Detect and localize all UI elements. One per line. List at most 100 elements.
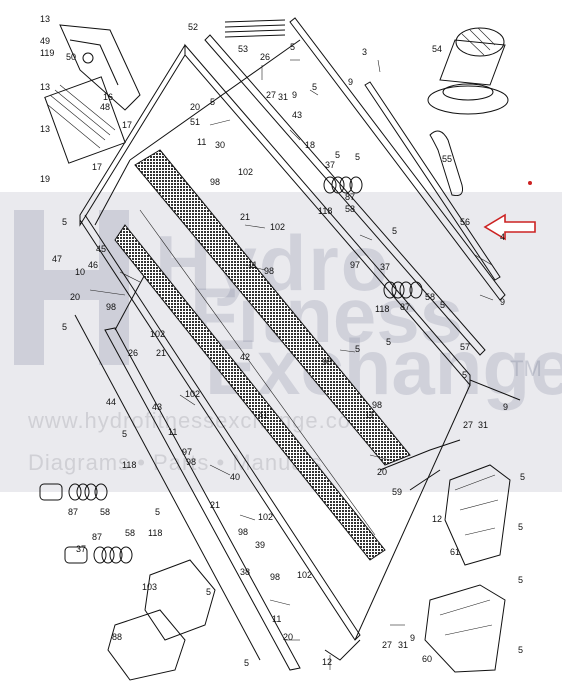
foot-pads xyxy=(107,559,216,681)
highlight-arrow-icon xyxy=(483,213,536,241)
part-callout-c21a: 21 xyxy=(240,212,250,222)
part-callout-c12a: 12 xyxy=(432,514,442,524)
part-callout-c9e: 9 xyxy=(410,633,415,643)
part-callout-c27b: 27 xyxy=(463,420,473,430)
frame-outline xyxy=(74,17,521,671)
part-callout-c5s: 5 xyxy=(518,645,523,655)
part-callout-c49: 49 xyxy=(40,36,50,46)
part-callout-c5i: 5 xyxy=(62,322,67,332)
running-deck xyxy=(114,149,411,561)
part-callout-c50: 50 xyxy=(66,52,76,62)
part-callout-c98d: 98 xyxy=(322,357,332,367)
part-callout-c11a: 11 xyxy=(197,137,206,147)
part-callout-c5o: 5 xyxy=(520,472,525,482)
part-callout-c31b: 31 xyxy=(478,420,488,430)
part-callout-c31c: 31 xyxy=(398,640,408,650)
part-callout-c5e: 5 xyxy=(335,150,340,160)
part-callout-c5p: 5 xyxy=(518,522,523,532)
part-callout-c5t: 5 xyxy=(244,658,249,668)
part-callout-c5b: 5 xyxy=(290,42,295,52)
motor-assembly xyxy=(44,24,141,164)
part-callout-c58b: 58 xyxy=(425,292,435,302)
watermark-url: www.hydrofitnessexchange.com xyxy=(28,408,371,433)
part-callout-c58d: 58 xyxy=(125,528,135,538)
part-callout-c119: 119 xyxy=(40,48,54,58)
part-callout-c26b: 26 xyxy=(128,348,138,358)
part-callout-c58a: 58 xyxy=(345,204,355,214)
part-callout-c13c: 13 xyxy=(40,124,50,134)
part-callout-c18a: 18 xyxy=(305,140,315,150)
part-callout-c102f: 102 xyxy=(297,570,312,580)
part-callout-c102e: 102 xyxy=(258,512,273,522)
part-callout-c118a: 118 xyxy=(318,206,332,216)
part-callout-c5r: 5 xyxy=(206,587,211,597)
part-callout-c54: 54 xyxy=(432,44,442,54)
part-callout-c9c: 9 xyxy=(500,297,505,307)
marker-dot xyxy=(528,181,532,185)
watermark-trademark: TM xyxy=(510,356,542,381)
end-covers xyxy=(424,464,511,673)
part-callout-c102a: 102 xyxy=(238,167,253,177)
part-callout-c47: 47 xyxy=(52,254,62,264)
part-callout-c5l: 5 xyxy=(462,370,467,380)
part-callout-c5j: 5 xyxy=(386,337,391,347)
part-callout-c11b: 11 xyxy=(248,260,257,270)
part-callout-c87b: 87 xyxy=(400,302,410,312)
part-callout-c16: 16 xyxy=(103,92,113,102)
part-callout-c43b: 43 xyxy=(152,402,162,412)
part-callout-c118d: 118 xyxy=(148,528,162,538)
watermark-line-3: Exchange xyxy=(205,323,562,411)
part-callout-c59: 59 xyxy=(392,487,402,497)
part-callout-c5k: 5 xyxy=(355,344,360,354)
part-callout-c3: 3 xyxy=(362,47,367,57)
part-callout-c102c: 102 xyxy=(150,329,165,339)
part-callout-c43a: 43 xyxy=(292,110,302,120)
part-callout-c97a: 97 xyxy=(350,260,360,270)
part-callout-c13b: 13 xyxy=(40,82,50,92)
part-callout-c37a: 37 xyxy=(325,160,335,170)
part-callout-c87c: 87 xyxy=(68,507,78,517)
part-callout-c98b: 98 xyxy=(264,266,274,276)
part-callout-c87d: 87 xyxy=(92,532,102,542)
part-callout-c5g: 5 xyxy=(392,226,397,236)
part-callout-c5m: 5 xyxy=(122,429,127,439)
part-callout-c11c: 11 xyxy=(168,427,177,437)
part-callout-c87a: 87 xyxy=(345,192,355,202)
drive-belt xyxy=(429,130,463,196)
part-callout-c102d: 102 xyxy=(185,389,200,399)
part-callout-c5h: 5 xyxy=(440,300,445,310)
part-callout-c103: 103 xyxy=(142,582,157,592)
part-callout-c27c: 27 xyxy=(382,640,392,650)
part-callout-c20b: 20 xyxy=(70,292,80,302)
part-callout-c98g: 98 xyxy=(238,527,248,537)
part-callout-c57: 57 xyxy=(460,342,470,352)
part-callout-c48: 48 xyxy=(100,102,110,112)
part-callout-c98h: 98 xyxy=(270,572,280,582)
part-callout-c5c: 5 xyxy=(312,82,317,92)
part-callout-c97b: 97 xyxy=(182,447,192,457)
part-callout-c30: 30 xyxy=(215,140,225,150)
part-callout-c20c: 20 xyxy=(377,467,387,477)
part-callout-c20d: 20 xyxy=(283,632,293,642)
part-callout-c98f: 98 xyxy=(186,457,196,467)
part-callout-c12b: 12 xyxy=(322,657,332,667)
part-callout-c38: 38 xyxy=(240,567,250,577)
watermark-logo-icon xyxy=(14,210,129,365)
part-callout-c5q: 5 xyxy=(518,575,523,585)
part-callout-c11d: 11 xyxy=(365,410,374,420)
part-callout-c9d: 9 xyxy=(503,402,508,412)
part-callout-c60: 60 xyxy=(422,654,432,664)
part-callout-c98c: 98 xyxy=(106,302,116,312)
roller-cylinder xyxy=(427,27,509,115)
part-callout-c27a: 27 xyxy=(266,90,276,100)
part-callout-c102b: 102 xyxy=(270,222,285,232)
part-callout-c39: 39 xyxy=(255,540,265,550)
part-callout-c5f: 5 xyxy=(355,152,360,162)
part-callout-c41: 41 xyxy=(258,410,268,420)
part-callout-c31a: 31 xyxy=(278,92,288,102)
part-callout-c5a: 5 xyxy=(62,217,67,227)
bolt-set xyxy=(224,19,286,38)
part-callout-c98a: 98 xyxy=(210,177,220,187)
